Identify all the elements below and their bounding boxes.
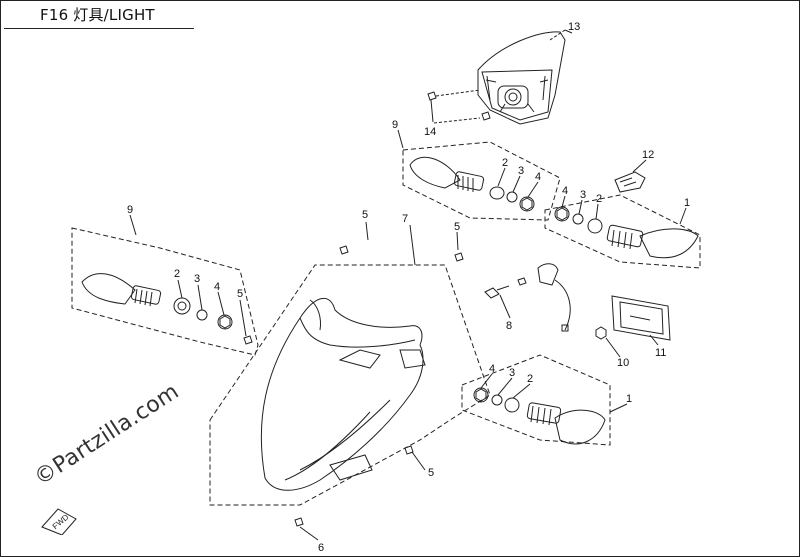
license-light [611,295,671,341]
callout-14: 14 [424,126,436,138]
nut-10 [595,326,607,340]
screw-14b [481,111,491,121]
screw-5-upper-right [454,252,464,262]
nut-6 [294,517,304,527]
callout-12: 12 [642,149,654,161]
callout-5-front-left: 5 [237,288,243,300]
callout-4-rear-right: 4 [562,185,568,197]
callout-5-upper-right: 5 [454,221,460,233]
group-box-front-right [461,354,611,446]
callout-3-front-right: 3 [509,367,515,379]
diagram-title: F16 灯具/LIGHT [40,6,155,24]
flasher-relay [614,171,646,193]
callout-2-rear-right: 2 [596,193,602,205]
callout-3-front-left: 3 [194,273,200,285]
screw-14a [427,91,437,101]
bulb-socket [484,263,571,332]
callout-2-front-left: 2 [174,268,180,280]
screw-5-lower [404,445,414,455]
callout-4-front-right: 4 [489,363,495,375]
callout-8: 8 [506,320,512,332]
callout-2-front-right: 2 [527,373,533,385]
callout-13: 13 [568,21,580,33]
callout-6: 6 [318,542,324,554]
callout-5-lower: 5 [428,467,434,479]
callout-10: 10 [617,357,629,369]
group-box-headlight [209,264,491,506]
callout-4-rear-left: 4 [535,171,541,183]
callout-5-upper-left: 5 [362,209,368,221]
tail-light [477,31,566,125]
group-box-rear-right [544,194,701,269]
callout-3-rear-right: 3 [580,189,586,201]
callout-7: 7 [402,213,408,225]
callout-11: 11 [655,347,666,359]
headlight-assembly [260,298,426,491]
callout-3-rear-left: 3 [518,165,524,177]
screw-5-upper-left [339,245,349,255]
fwd-arrow-icon: FWD [41,508,77,535]
callout-4-front-left: 4 [214,281,220,293]
callout-1-rear: 1 [684,197,690,209]
callout-9-front: 9 [127,204,133,216]
callout-9-rear: 9 [392,119,398,131]
title-underline [4,28,194,29]
group-box-front-left [71,227,259,356]
group-box-rear-left [402,141,561,221]
callout-1-front: 1 [626,393,632,405]
callout-2-rear-left: 2 [502,157,508,169]
